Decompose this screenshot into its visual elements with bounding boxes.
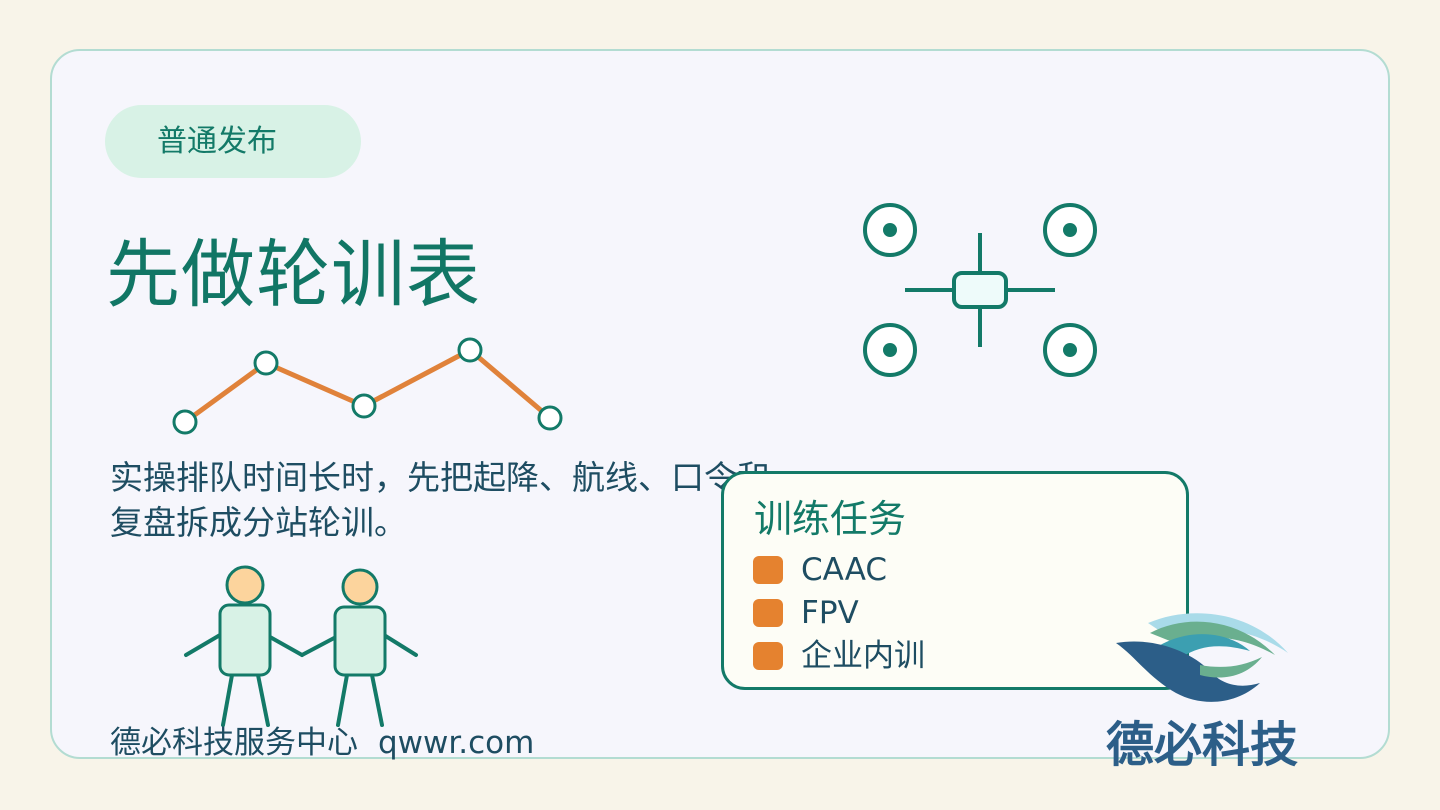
training-tasks-panel: 训练任务 CAAC FPV 企业内训 (721, 471, 1189, 690)
page-title: 先做轮训表 (106, 232, 481, 318)
publish-badge: 普通发布 (105, 105, 361, 178)
tag-fpv: FPV (753, 593, 859, 633)
tag-label: FPV (801, 595, 859, 631)
logo-leaf-icon (1116, 613, 1288, 702)
footer: 德必科技服务中心 qwwr.com (110, 717, 534, 762)
logo-text: 德必科技 (1106, 717, 1299, 773)
tag-label: 企业内训 (801, 638, 925, 674)
tag-square-icon (753, 599, 783, 627)
tag-label: CAAC (801, 552, 888, 588)
drone-icon (863, 203, 1097, 377)
line-chart-icon (172, 337, 563, 435)
tag-caac: CAAC (753, 550, 887, 590)
panel-title: 训练任务 (754, 497, 907, 541)
tag-square-icon (753, 642, 783, 670)
footer-org: 德必科技服务中心 (110, 725, 358, 761)
publish-badge-label: 普通发布 (157, 124, 277, 159)
footer-site-link[interactable]: qwwr.com (378, 725, 535, 761)
two-people-icon (184, 565, 418, 727)
tag-enterprise: 企业内训 (753, 636, 925, 676)
tag-square-icon (753, 556, 783, 584)
description-text: 实操排队时间长时，先把起降、航线、口令和复盘拆成分站轮训。 (110, 458, 770, 542)
